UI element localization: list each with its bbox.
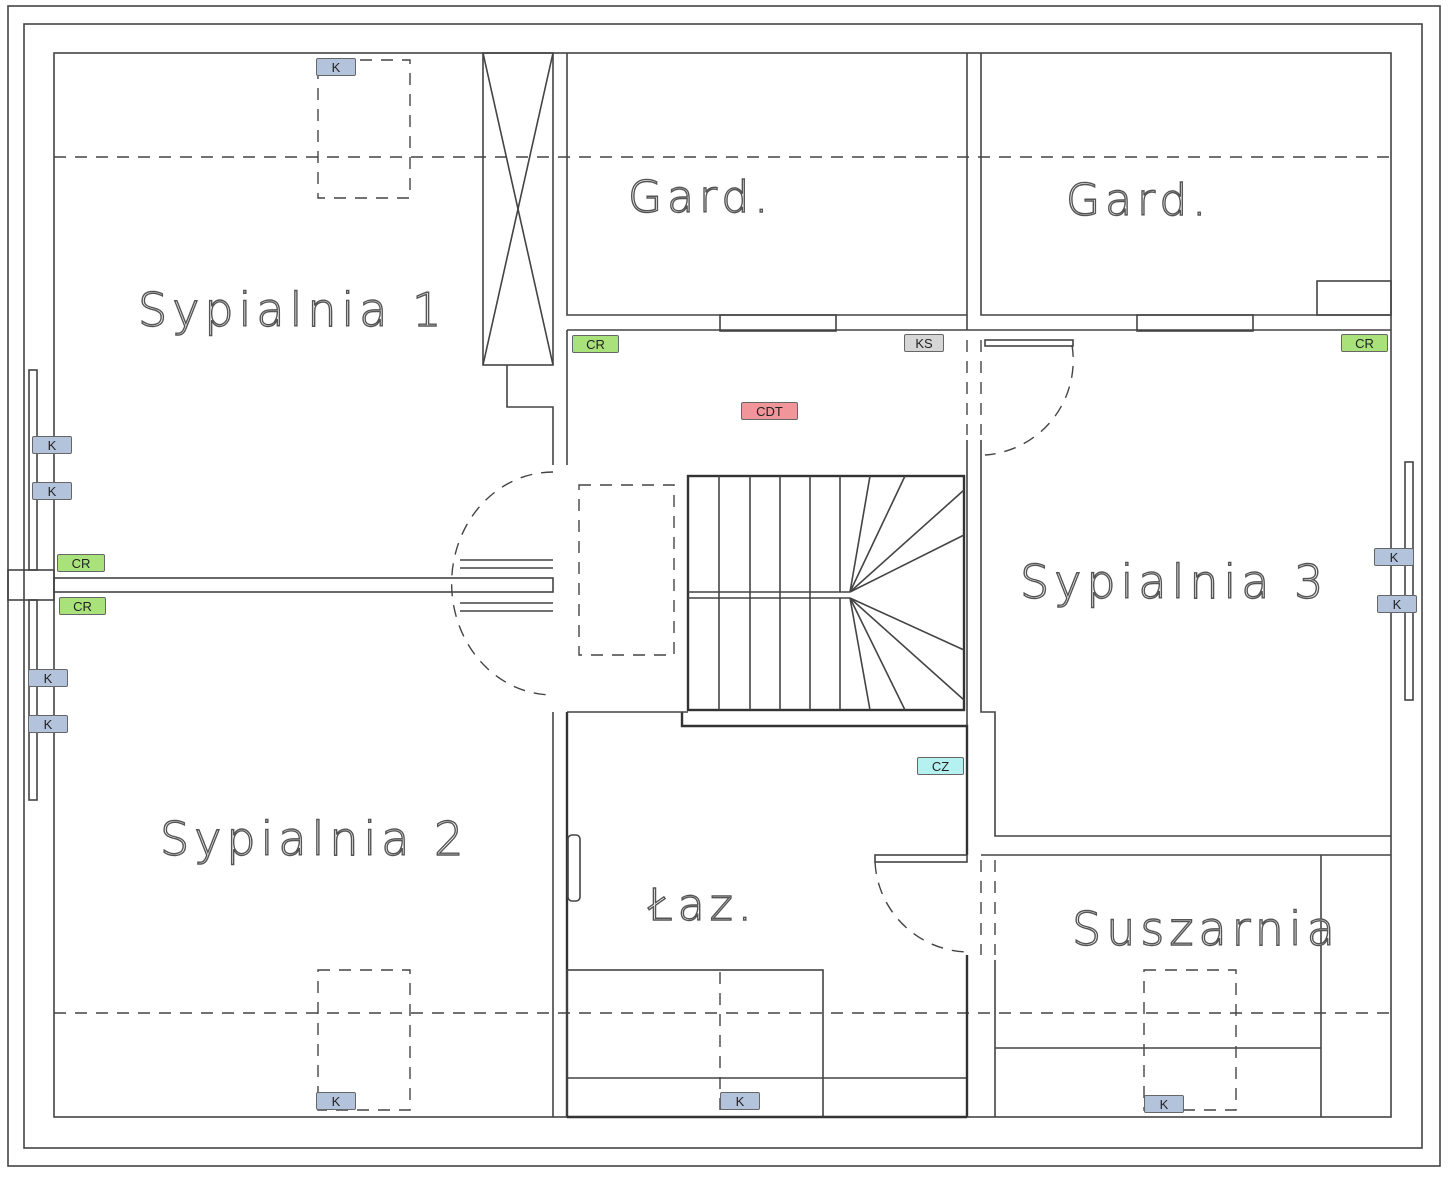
badge-k: K xyxy=(720,1092,760,1110)
hatch xyxy=(578,484,675,656)
badge-k: K xyxy=(32,482,72,500)
outer-wall xyxy=(23,23,1423,1149)
room-label-laz: Łaz. xyxy=(647,880,757,931)
badge-k: K xyxy=(1374,548,1414,566)
badge-ks: KS xyxy=(904,334,944,352)
badge-k: K xyxy=(1144,1095,1184,1113)
door-swing xyxy=(874,861,968,953)
badge-cz: CZ xyxy=(917,757,964,775)
room-label-gard-2: Gard. xyxy=(1066,175,1211,226)
staircase xyxy=(686,474,966,712)
room-label-suszarnia: Suszarnia xyxy=(1072,902,1340,956)
badge-cdt: CDT xyxy=(741,402,798,420)
badge-k: K xyxy=(1377,595,1417,613)
room-label-sypialnia-3: Sypialnia 3 xyxy=(1020,555,1328,609)
badge-k: K xyxy=(28,669,68,687)
room-label-sypialnia-1: Sypialnia 1 xyxy=(138,283,446,337)
badge-cr: CR xyxy=(1341,334,1388,352)
skylight xyxy=(317,969,411,1111)
door-swing xyxy=(984,344,1074,456)
skylight xyxy=(1143,969,1237,1111)
badge-k: K xyxy=(28,715,68,733)
badge-k: K xyxy=(316,1092,356,1110)
badge-k: K xyxy=(316,58,356,76)
room-label-sypialnia-2: Sypialnia 2 xyxy=(160,812,468,866)
badge-cr: CR xyxy=(57,554,105,572)
skylight xyxy=(317,59,411,199)
badge-cr: CR xyxy=(572,335,619,353)
badge-cr: CR xyxy=(59,597,106,615)
chimney xyxy=(482,52,554,366)
badge-k: K xyxy=(32,436,72,454)
room-label-gard-1: Gard. xyxy=(628,172,773,223)
door-swing xyxy=(450,471,554,696)
